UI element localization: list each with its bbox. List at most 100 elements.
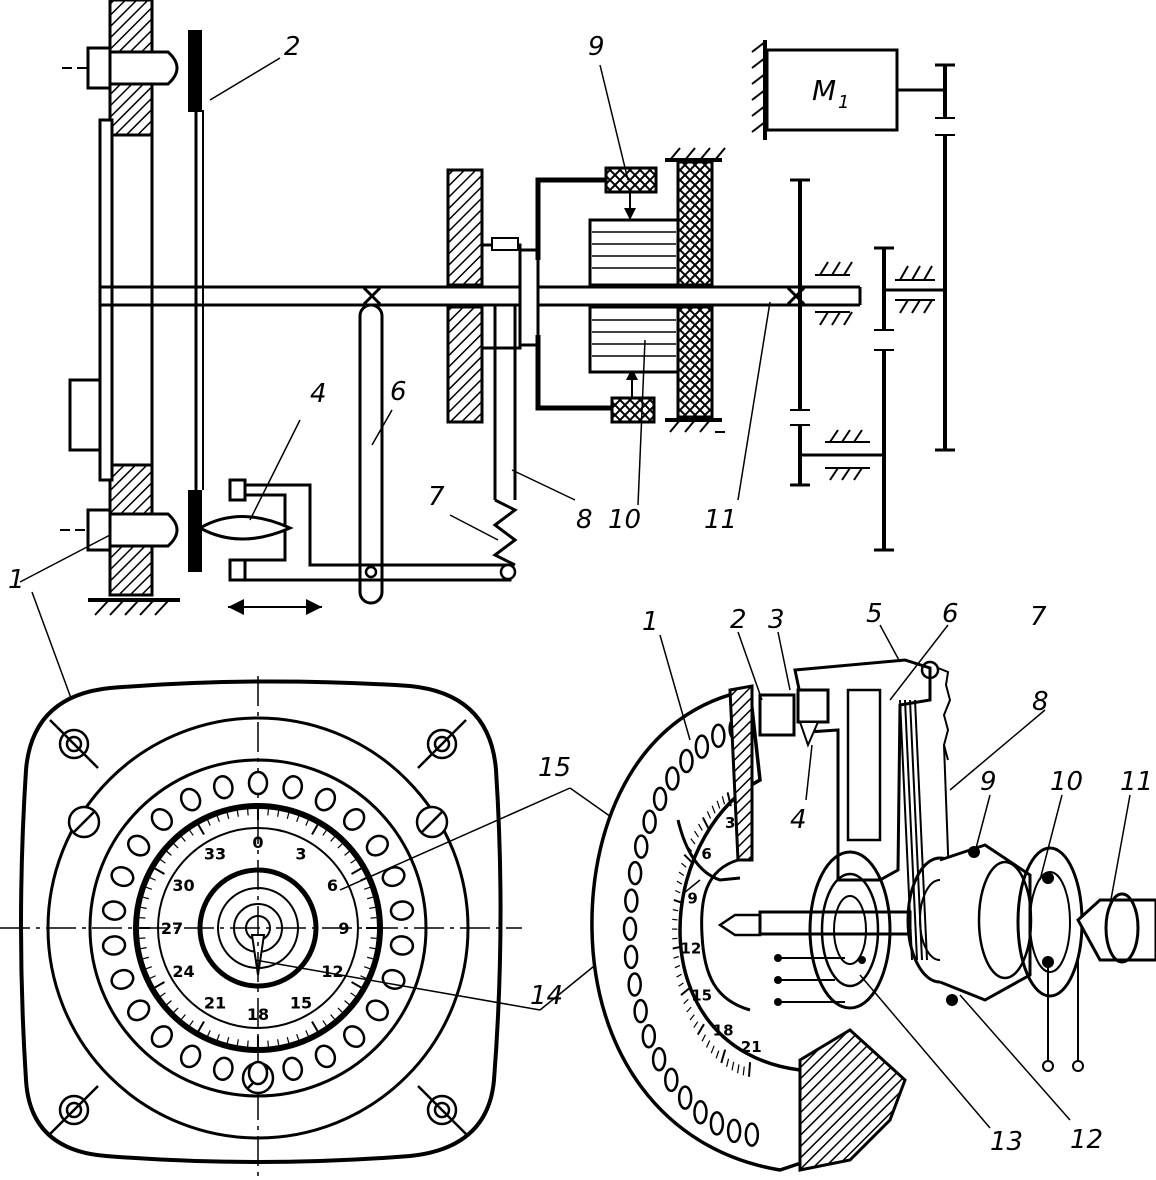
main-shaft <box>98 285 862 307</box>
contact-hole <box>150 1025 174 1048</box>
dial-number: 24 <box>172 962 194 981</box>
dial-tick <box>180 835 186 842</box>
dial-tick <box>363 966 371 970</box>
perspective-hole <box>709 1111 725 1136</box>
perspective-tick <box>720 1049 727 1064</box>
dial-tick <box>296 1033 300 1041</box>
perspective-tick <box>693 1021 699 1028</box>
callout-14: 14 <box>530 981 563 1011</box>
callout-11: 11 <box>704 505 737 535</box>
contact-hole <box>101 935 127 956</box>
dial-tick <box>138 937 146 940</box>
persp-callout-6: 6 <box>942 599 959 629</box>
perspective-tick <box>696 1023 705 1036</box>
perspective-tick <box>672 937 678 940</box>
dial-number: 21 <box>204 993 226 1012</box>
dial-tick <box>267 808 270 816</box>
contact-hole <box>127 834 151 857</box>
contact-hole <box>314 787 337 812</box>
persp-callout-2: 2 <box>730 605 747 635</box>
persp-callout-7: 7 <box>1030 602 1047 632</box>
dial-tick <box>141 896 150 900</box>
callout-2: 2 <box>284 32 301 62</box>
dial-tick <box>337 842 344 849</box>
perspective-hole <box>679 748 694 774</box>
dial-tick <box>159 992 166 998</box>
contact-hole <box>365 999 389 1022</box>
dial-tick <box>197 1021 205 1033</box>
dial-tick <box>370 916 378 919</box>
callout-6: 6 <box>390 377 407 407</box>
dial-tick <box>236 809 239 817</box>
persp-callout-8: 8 <box>1032 687 1049 717</box>
contact-hole-ring <box>101 770 415 1086</box>
perspective-hole <box>652 786 668 812</box>
perspective-tick <box>678 871 685 877</box>
dial-tick <box>236 1039 239 1047</box>
callout-7: 7 <box>428 482 445 512</box>
contact-hole <box>282 1056 304 1081</box>
perspective-hole-ring <box>622 716 760 1147</box>
contact-hole <box>282 775 304 800</box>
electromagnet <box>535 147 726 433</box>
perspective-hole <box>627 860 643 886</box>
dial-number: 15 <box>290 993 312 1012</box>
dial-tick <box>311 823 319 835</box>
dial-tick <box>366 956 375 960</box>
dial-tick <box>145 966 153 970</box>
dial-tick <box>172 842 179 849</box>
contact-hole <box>179 787 202 812</box>
dial-tick <box>322 1020 328 1027</box>
dial-tick <box>337 1007 344 1014</box>
dial-tick <box>226 1036 230 1045</box>
perspective-tick <box>716 800 721 809</box>
dial-tick <box>286 1036 290 1045</box>
perspective-dial-number: 6 <box>701 845 711 863</box>
contact-hole <box>247 770 269 796</box>
contact-hole <box>212 775 234 800</box>
dial-tick <box>153 867 165 875</box>
perspective-hole <box>744 1122 760 1147</box>
dial-tick <box>351 867 363 875</box>
persp-callout-4: 4 <box>790 805 807 835</box>
dial-tick <box>206 1030 211 1038</box>
dial-tick <box>369 906 377 909</box>
dial-tick <box>350 992 357 998</box>
contact-bracket <box>758 658 953 961</box>
persp-callout-13: 13 <box>990 1127 1023 1157</box>
perspective-tick <box>689 1014 695 1021</box>
dial-number: 12 <box>321 962 343 981</box>
perspective-dial-ticks <box>671 792 752 1077</box>
rotating-brush-arm <box>188 30 204 572</box>
dial-number: 3 <box>295 845 306 864</box>
perspective-hole <box>665 766 680 791</box>
dial-tick <box>188 1020 194 1027</box>
dial-number: 30 <box>172 876 194 895</box>
dial-tick <box>351 981 363 989</box>
dial-tick <box>226 811 230 820</box>
perspective-tick <box>705 1040 711 1048</box>
contact-hole <box>314 1044 337 1069</box>
perspective-hole <box>622 916 638 942</box>
contact-hole <box>389 935 415 956</box>
persp-callout-1: 1 <box>642 607 659 637</box>
perspective-tick <box>673 955 679 959</box>
dial-tick <box>197 823 205 835</box>
perspective-tick <box>674 964 681 969</box>
perspective-tick <box>673 899 683 904</box>
persp-callout-9: 9 <box>980 767 997 797</box>
perspective-dial-number: 21 <box>741 1038 762 1056</box>
motor-m1: M 1 <box>751 40 945 140</box>
dial-tick <box>148 975 156 980</box>
perspective-hole <box>641 1023 657 1049</box>
perspective-hole <box>677 1085 693 1110</box>
contact-hole <box>150 808 174 831</box>
perspective-tick <box>742 1066 745 1076</box>
contact-hole <box>179 1044 202 1069</box>
perspective-hole <box>633 834 649 859</box>
perspective-tick <box>680 987 690 996</box>
callout-9: 9 <box>588 32 605 62</box>
